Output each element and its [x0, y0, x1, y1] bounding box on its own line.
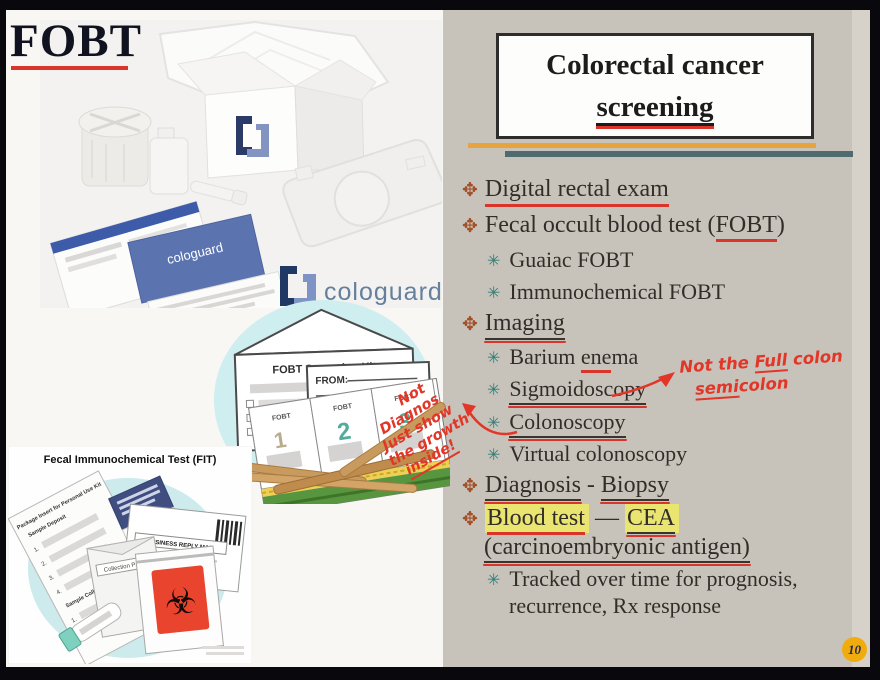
level1-bullet-icon: ✥ — [462, 179, 478, 201]
cologuard-box-logo-icon — [236, 116, 269, 157]
panel-1-label: FOBT — [272, 413, 293, 423]
barcode — [214, 519, 243, 546]
bullet-sigmoidoscopy: ✳ Sigmoidoscopy — [487, 376, 648, 408]
bullet-text: Virtual colonoscopy — [509, 441, 688, 466]
cologuard-logo: cologuard Rx only — [280, 266, 442, 308]
biohazard-icon: ☣ — [162, 579, 198, 623]
level1-bullet-icon: ✥ — [462, 508, 478, 530]
page-title: FOBT — [10, 15, 142, 67]
bullet-text: Digital rectal exam — [484, 176, 669, 207]
level2-bullet-icon: ✳ — [487, 251, 501, 270]
bullet-tracked: ✳ Tracked over time for prognosis, — [487, 566, 798, 592]
biohazard-bag: ☣ — [134, 545, 224, 655]
insert-item: 3. — [48, 574, 56, 582]
bullet-tracked-line2: recurrence, Rx response — [509, 593, 721, 618]
credit-lines — [202, 646, 244, 655]
accent-line-orange — [468, 143, 816, 148]
bullet-blood-test-line2: (carcinoembryonic antigen) — [484, 534, 750, 563]
panel-2-label: FOBT — [333, 403, 354, 413]
panel-2-number: 2 — [335, 418, 352, 447]
applicator-sticks — [212, 401, 446, 495]
bullet-text: Tracked over time for prognosis, — [509, 566, 798, 591]
bullet-diagnosis-biopsy: ✥ Diagnosis - Biopsy — [462, 472, 669, 501]
level2-bullet-icon: ✳ — [487, 283, 501, 302]
cologuard-box — [177, 51, 377, 179]
bullet-barium-enema: ✳ Barium enema — [487, 344, 638, 373]
level2-bullet-icon: ✳ — [487, 445, 501, 464]
bullet-text: Imaging — [483, 310, 566, 343]
insert-item: 1. — [33, 546, 41, 554]
accent-line-slate — [505, 151, 853, 157]
header-title: Colorectal cancer screening — [546, 44, 764, 129]
sample-container — [78, 106, 152, 187]
header-title-line2: screening — [596, 91, 714, 126]
panel-1-number: 1 — [272, 427, 288, 454]
bullet-immunochemical-fobt: ✳ Immunochemical FOBT — [487, 279, 725, 305]
page-number: 10 — [848, 641, 861, 657]
toilet-bracket-tray — [282, 139, 442, 248]
bullet-guaiac-fobt: ✳ Guaiac FOBT — [487, 247, 633, 273]
bullet-text: Sigmoidoscopy — [508, 376, 648, 408]
header-title-line1: Colorectal cancer — [546, 48, 764, 81]
insert-item: 2. — [41, 560, 49, 568]
fit-illustration: Fecal Immunochemical Test (FIT) Package … — [8, 446, 252, 664]
level1-bullet-icon: ✥ — [462, 475, 478, 497]
bullet-colonoscopy: ✳ Colonoscopy — [487, 409, 627, 441]
bullet-text: Guaiac FOBT — [509, 247, 634, 272]
from-label: FROM: — [315, 375, 348, 387]
bullet-text: Colonoscopy — [508, 409, 627, 441]
swab-tube — [190, 180, 248, 206]
level2-bullet-icon: ✳ — [487, 413, 501, 432]
bullet-digital-rectal-exam: ✥ Digital rectal exam — [462, 176, 669, 207]
panel-3-label: FOBT — [394, 393, 415, 403]
level1-bullet-icon: ✥ — [462, 215, 478, 237]
level2-bullet-icon: ✳ — [487, 380, 501, 399]
panel-edge-strip — [852, 10, 870, 667]
bullet-imaging: ✥ Imaging — [462, 310, 566, 343]
fobt-kit-illustration: FOBT Screening Kit FROM: FOBT 1 — [212, 300, 450, 504]
fit-title: Fecal Immunochemical Test (FIT) — [44, 454, 217, 466]
sample-tube — [58, 602, 122, 652]
cologuard-logo-icon — [280, 266, 297, 306]
insert-item: 4. — [56, 589, 64, 597]
bullet-blood-test-cea: ✥ Blood test — CEA — [462, 504, 679, 535]
bullet-text: Immunochemical FOBT — [509, 279, 726, 304]
insert-item: 1. — [71, 617, 79, 625]
level2-bullet-icon: ✳ — [487, 348, 501, 367]
bullet-fobt: ✥ Fecal occult blood test (FOBT) — [462, 212, 785, 242]
cologuard-brand-text: cologuard — [324, 278, 442, 306]
rx-only-text: Rx only — [396, 307, 433, 308]
page-title-underline — [11, 66, 128, 70]
header-title-box: Colorectal cancer screening — [496, 33, 814, 139]
page-number-badge: 10 — [842, 637, 867, 662]
cologuard-pamphlet: cologuard — [127, 213, 288, 308]
bullet-virtual-colonoscopy: ✳ Virtual colonoscopy — [487, 441, 687, 467]
preservative-bottle — [149, 127, 189, 195]
level1-bullet-icon: ✥ — [462, 313, 478, 335]
level2-bullet-icon: ✳ — [487, 570, 501, 589]
